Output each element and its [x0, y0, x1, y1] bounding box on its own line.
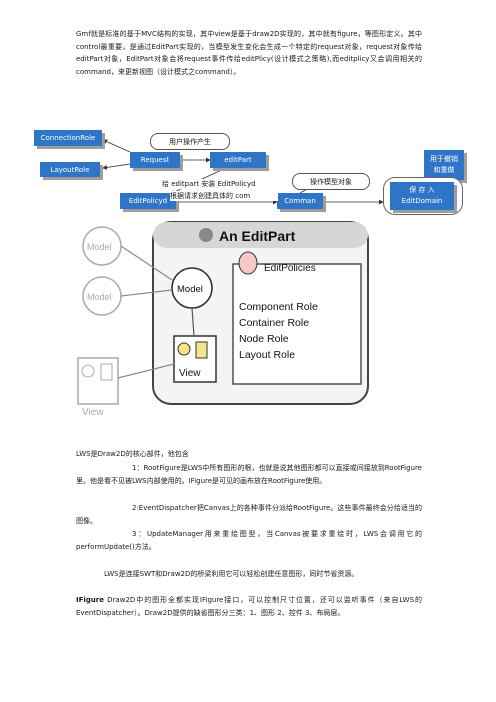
flow-arrows [102, 139, 384, 205]
view-label: View [179, 368, 201, 379]
editpart-label: editPart [224, 156, 252, 164]
user-action-callout: 用户操作产生 [150, 133, 230, 150]
editpart-box: editPart [210, 152, 266, 168]
figure-title: An EditPart [219, 228, 296, 244]
lws-item-2: 2:EventDispatcher把Canvas上的各种事件分派给RootFig… [76, 502, 422, 527]
install-note: 给 editpart 安装 EditPolicyd [162, 179, 272, 189]
policies-label: EditPolicies [264, 263, 316, 274]
ifigure-body: Draw2D中的图形全都实现IFigure接口，可以控制尺寸位置，还可以监听事件… [76, 596, 422, 617]
layout-role-label: LayoutRole [50, 165, 90, 174]
lws-item-3: 3：UpdateManager用来重绘图型，当Canvas被要求重绘时，LWS会… [76, 528, 422, 553]
model-ghost-2: Model [87, 292, 112, 302]
lws-item-2-text: 2:EventDispatcher把Canvas上的各种事件分派给RootFig… [76, 504, 422, 525]
edit-domain-box: 保 存 入 EditDomain [390, 182, 454, 210]
connection-role-box: ConnectionRole [34, 130, 102, 146]
face-icon [238, 251, 258, 275]
model-ghost-1: Model [87, 242, 112, 252]
user-action-text: 用户操作产生 [169, 137, 211, 146]
lws-item-1-text: 1：RootFigure是LWS中所有图形的根，也就是说其他图形都可以直接或间接… [76, 464, 422, 485]
lws-heading-text: LWS是Draw2D的核心部件，他包含 [76, 450, 189, 458]
lws-heading: LWS是Draw2D的核心部件，他包含 [76, 448, 422, 461]
model-label: Model [177, 284, 203, 295]
intro-text: Gmf就是标准的基于MVC结构的实现，其中view是基于draw2D实现的，其中… [76, 30, 422, 76]
editpolicy-box: EditPolicyd [120, 193, 176, 209]
operate-model-text: 操作模型对象 [310, 177, 352, 186]
lws-bridge: LWS是连接SWT和Draw2D的桥梁利用它可以轻松创建任意图形，同时节省资源。 [76, 568, 422, 581]
intro-paragraph: Gmf就是标准的基于MVC结构的实现，其中view是基于draw2D实现的，其中… [76, 28, 422, 78]
view-ghost: View [82, 407, 104, 418]
role-node: Node Role [239, 333, 289, 345]
role-component: Component Role [239, 301, 318, 313]
gear-icon [199, 228, 213, 242]
editpart-figure: An EditPart EditPolicies Component Role … [77, 221, 369, 418]
lws-item-1: 1：RootFigure是LWS中所有图形的根，也就是说其他图形都可以直接或间接… [76, 462, 422, 487]
request-box: Request [130, 152, 180, 168]
command-box: Comman [277, 193, 323, 209]
command-label: Comman [284, 197, 316, 205]
lws-item-3-text: 3：UpdateManager用来重绘图型，当Canvas被要求重绘时，LWS会… [76, 530, 422, 551]
editpolicy-label: EditPolicyd [128, 197, 168, 205]
lws-bridge-text: LWS是连接SWT和Draw2D的桥梁利用它可以轻松创建任意图形，同时节省资源。 [104, 570, 359, 578]
layout-role-box: LayoutRole [40, 162, 100, 177]
ifigure-title: IFigure [76, 596, 104, 604]
undo-redo-box: 用于撤销 和重做 [424, 150, 464, 180]
ifigure-paragraph: IFigure Draw2D中的图形全都实现IFigure接口，可以控制尺寸位置… [76, 594, 422, 619]
role-container: Container Role [239, 317, 309, 329]
connection-role-label: ConnectionRole [40, 134, 96, 142]
operate-model-callout: 操作模型对象 [292, 173, 370, 190]
role-layout: Layout Role [239, 349, 295, 361]
request-label: Request [140, 156, 170, 164]
create-command-note: 根据请求创建具体的 com [170, 191, 278, 201]
